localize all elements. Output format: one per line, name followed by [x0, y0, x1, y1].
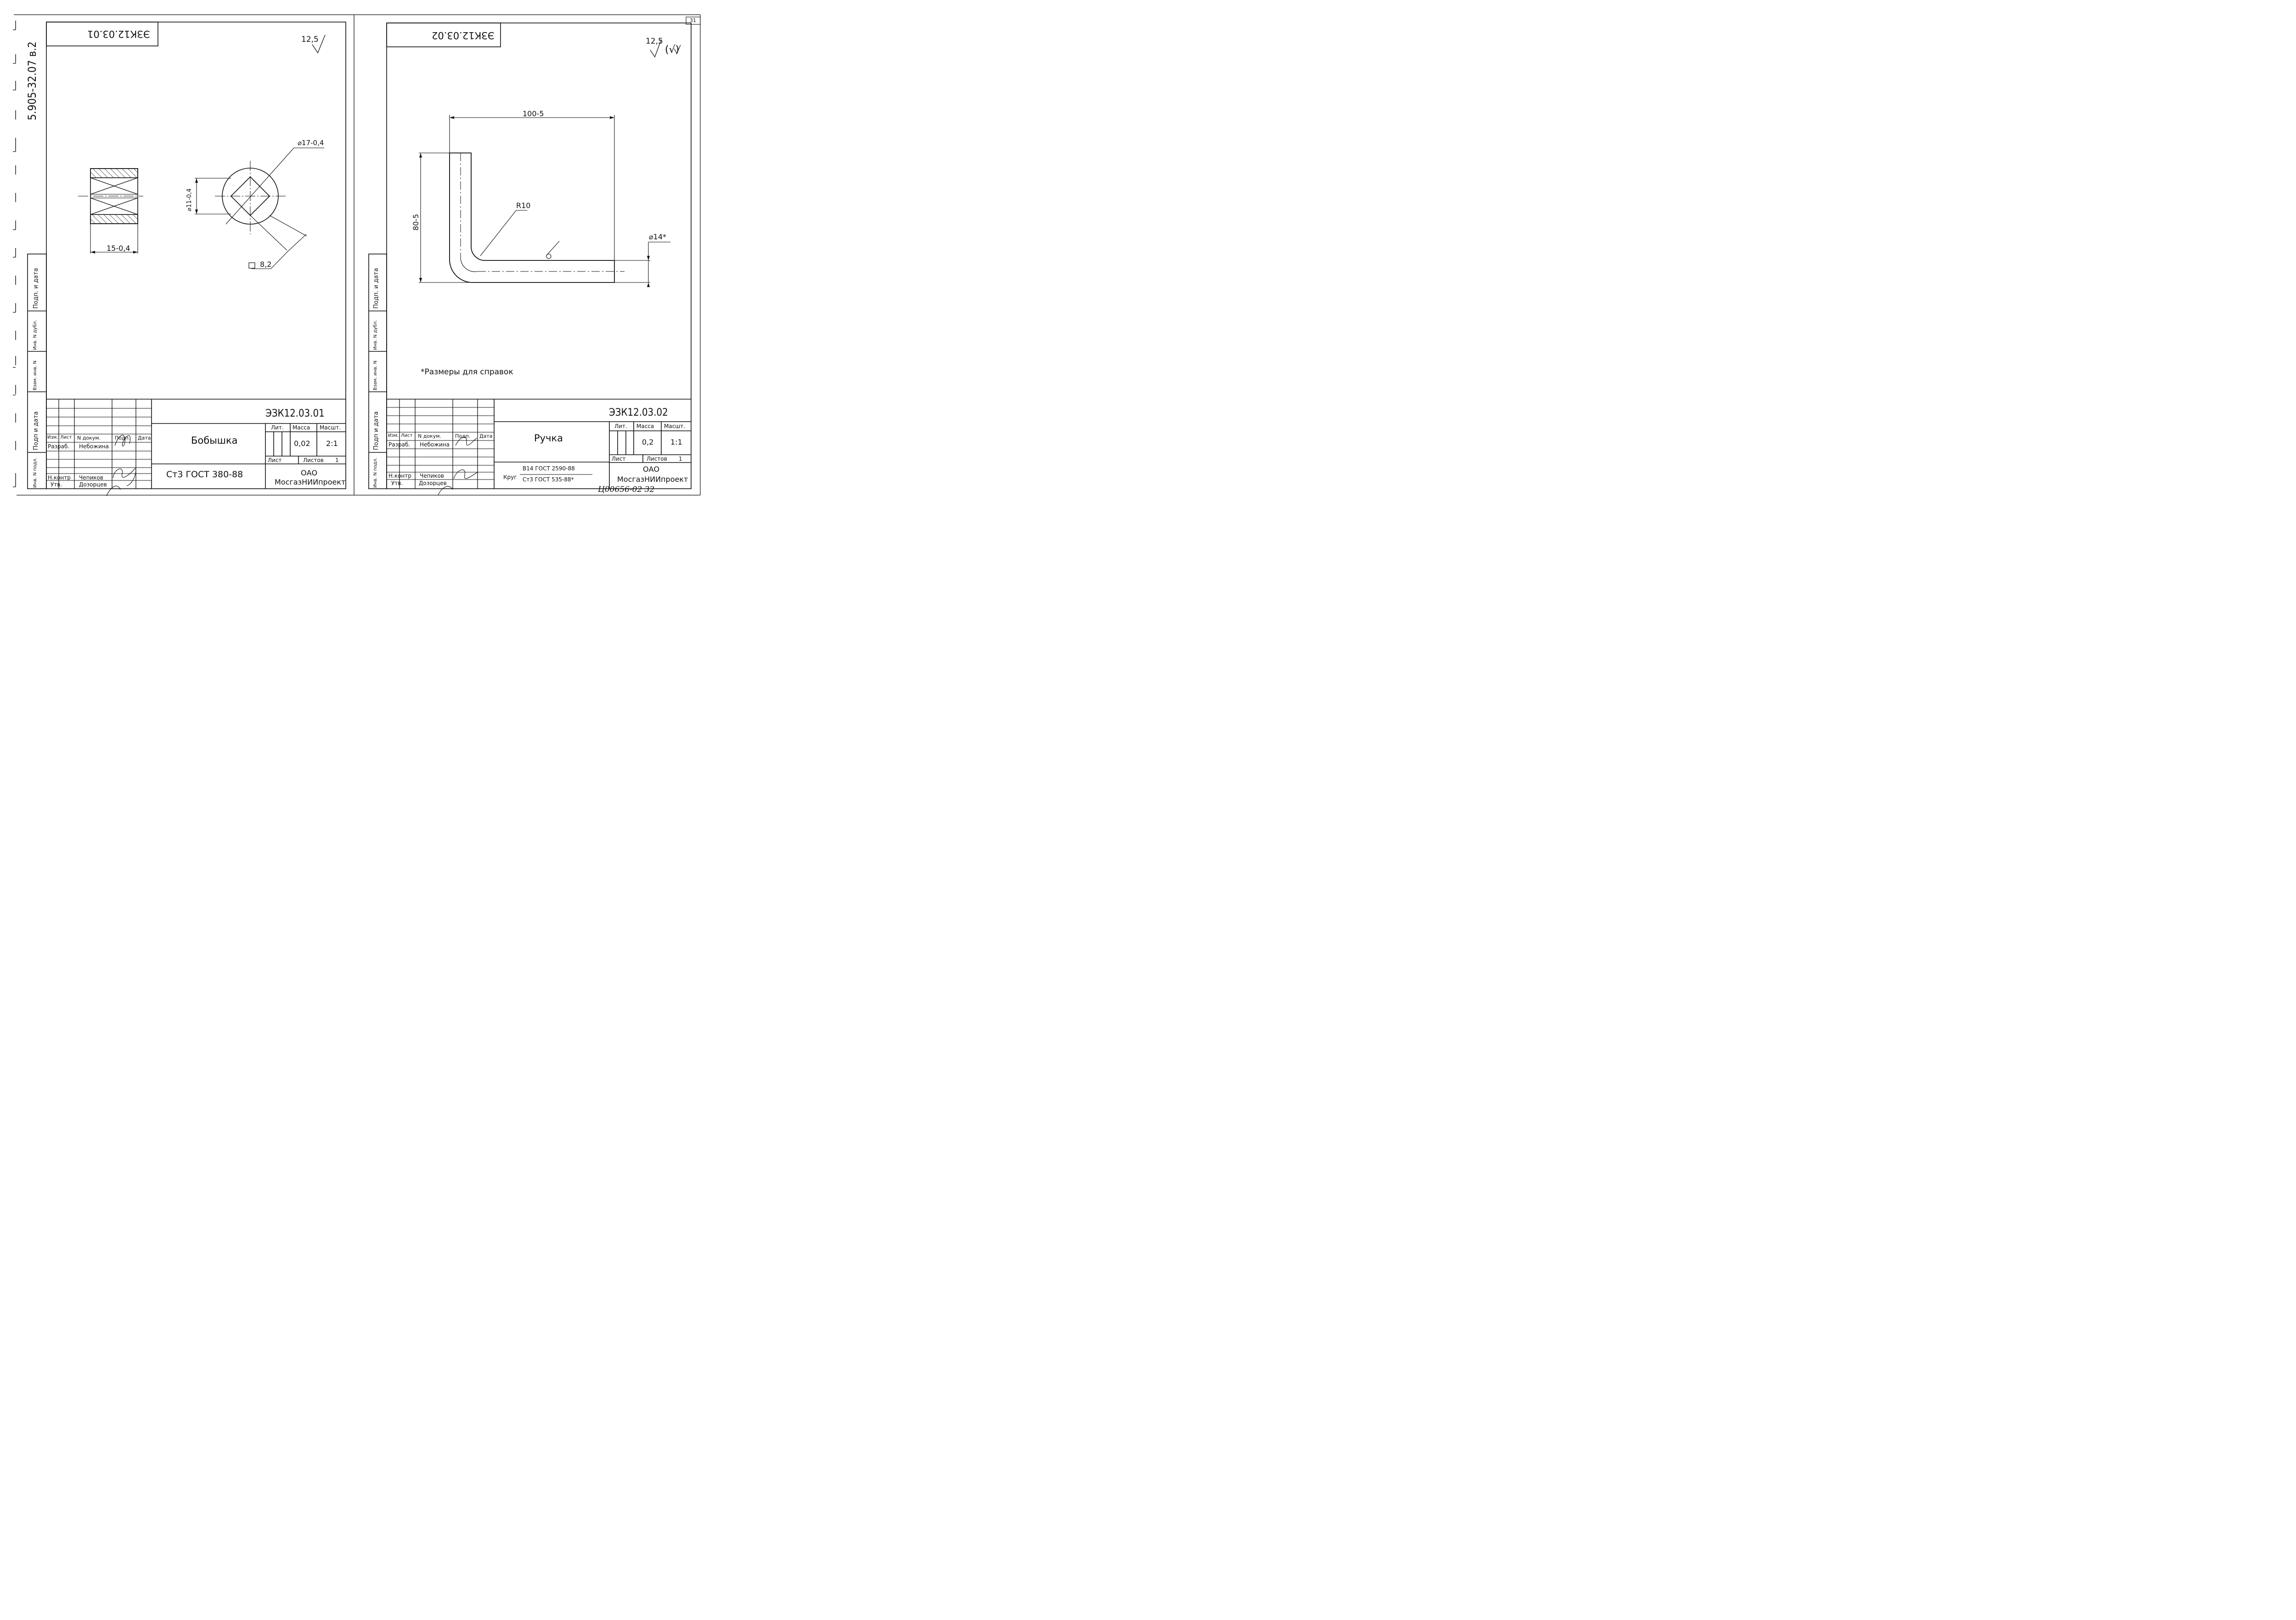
sheet2-col-podp: Подп.	[455, 433, 471, 439]
sheet2-sheet-number: 31	[690, 17, 696, 23]
stamp-label-replace-inv: Взам. инв. N	[33, 361, 38, 390]
sheet2-code-box-mirrored: ЭЗК12.03.02	[432, 30, 495, 41]
sheet2-col-doc: N докум.	[418, 433, 442, 439]
sheet2-mass: 0,2	[642, 438, 654, 446]
drawing-linework	[13, 14, 701, 497]
sheet1-role-appr: Утв.	[51, 481, 62, 488]
sheet2-material-bottom: Ст3 ГОСТ 535-88*	[523, 476, 574, 483]
sheet2-role-ctrl: Н.контр	[388, 473, 411, 479]
sheet2-hdr-mass: Масса	[636, 423, 654, 429]
sheet2-scale: 1:1	[670, 438, 682, 446]
sheet2-col-date: Дата	[479, 433, 493, 439]
sheet2-sheets-count: 1	[679, 456, 682, 462]
stamp2-label-replace-inv: Взам. инв. N	[373, 361, 378, 390]
sheet1-dim-outer-diameter: ⌀17-0,4	[298, 139, 324, 147]
sheet2-material-top: В14 ГОСТ 2590-88	[523, 465, 575, 472]
stamp-label-orig-inv: Инв. N подл.	[33, 457, 38, 488]
stamp-label-dup-inv: Инв. N дубл.	[33, 320, 38, 350]
sheet2-role-appr: Утв.	[391, 480, 403, 486]
sheet1-role-ctrl: Н.контр	[48, 474, 71, 481]
sheet1-code-box-mirrored: ЭЗК12.03.01	[87, 28, 150, 40]
sheet2-name-ctrl: Чепиков	[420, 473, 444, 479]
sheet2-name-dev: Небожина	[420, 441, 450, 448]
sheet1-designation: ЭЗК12.03.01	[265, 408, 325, 419]
sheet1-hdr-scale: Масшт.	[320, 424, 341, 431]
sheet2-dim-width: 100-5	[523, 109, 544, 118]
sheet1-hdr-mass: Масса	[293, 424, 310, 431]
sheet1-name-dev: Небожина	[79, 443, 109, 450]
sheet1-name-appr: Дозорцев	[79, 481, 107, 488]
sheet1-col-list: Лист	[60, 435, 72, 440]
stamp2-label-sign-date-1: Подп. и дата	[373, 268, 380, 309]
sheet2-dim-radius: R10	[516, 201, 531, 210]
stamp2-label-sign-date-2: Подп и дата	[373, 411, 380, 450]
sheet2-hdr-lit: Лит.	[614, 423, 627, 429]
sheet2-role-dev: Разраб.	[388, 441, 411, 448]
sheet1-company-line2: МосгазНИИпроект	[275, 478, 346, 486]
sheet1-mass: 0,02	[294, 439, 310, 448]
stamp-label-sign-date-1: Подп. и дата	[33, 268, 39, 309]
sheet2-sheet-label: Лист	[612, 456, 626, 462]
sheet1-sheets-count: 1	[335, 457, 339, 463]
doc-designation: 5.905-32.07 в.2	[26, 41, 39, 120]
sheet2-note: *Размеры для справок	[421, 367, 513, 377]
sheet1-company-line1: ОАО	[301, 469, 318, 477]
sheet1-role-dev: Разраб.	[48, 443, 70, 450]
sheet2-roughness: 12,5	[646, 37, 663, 46]
sheet1-part-name: Бобышка	[191, 435, 238, 446]
sheet1-dim-length: 15-0,4	[107, 244, 130, 253]
sheet2-company-line2: МосгазНИИпроект	[617, 475, 688, 484]
sheet1-col-date: Дата	[138, 435, 151, 441]
stamp2-label-dup-inv: Инв. N дубл.	[373, 320, 378, 350]
sheet2-dim-diameter: ⌀14*	[649, 232, 666, 241]
sheet2-material-prefix: Круг	[503, 474, 517, 480]
sheet1-col-doc: N докум.	[77, 435, 101, 441]
sheet2-roughness-extra: (√)	[665, 44, 680, 56]
sheet1-col-izm: Изм.	[47, 435, 58, 440]
sheet2-hdr-scale: Масшт.	[664, 423, 686, 429]
sheet1-sheets-label: Листов	[303, 457, 324, 463]
sheet1-material: Ст3 ГОСТ 380-88	[166, 469, 243, 480]
sheet2-col-list: Лист	[401, 433, 413, 438]
sheet1-hdr-lit: Лит.	[271, 424, 284, 431]
sheet2-company-line1: ОАО	[643, 465, 660, 474]
sheet1-sheet-label: Лист	[268, 457, 282, 463]
sheet2-dim-height: 80-5	[411, 214, 420, 231]
sheet1-dim-square: 8,2	[260, 260, 272, 269]
sheet2-col-izm: Изм.	[388, 433, 399, 438]
stamp2-label-orig-inv: Инв. N подл.	[373, 457, 378, 488]
sheet1-col-podp: Подп.	[115, 435, 130, 441]
sheet2-sheets-label: Листов	[647, 456, 667, 462]
sheet1-scale: 2:1	[326, 439, 338, 448]
sheet1-name-ctrl: Чепиков	[79, 474, 103, 481]
sheet2-name-appr: Дозорцев	[419, 480, 447, 486]
sheet2-designation: ЭЗК12.03.02	[609, 407, 668, 418]
sheet1-dim-inner-diameter: ⌀11-0,4	[186, 188, 193, 211]
stamp-label-sign-date-2: Подп и дата	[33, 411, 39, 450]
sheet1-roughness: 12,5	[301, 35, 319, 44]
footer-handwritten-number: Ц00656-02 32	[598, 485, 655, 494]
sheet2-part-name: Ручка	[534, 433, 563, 444]
